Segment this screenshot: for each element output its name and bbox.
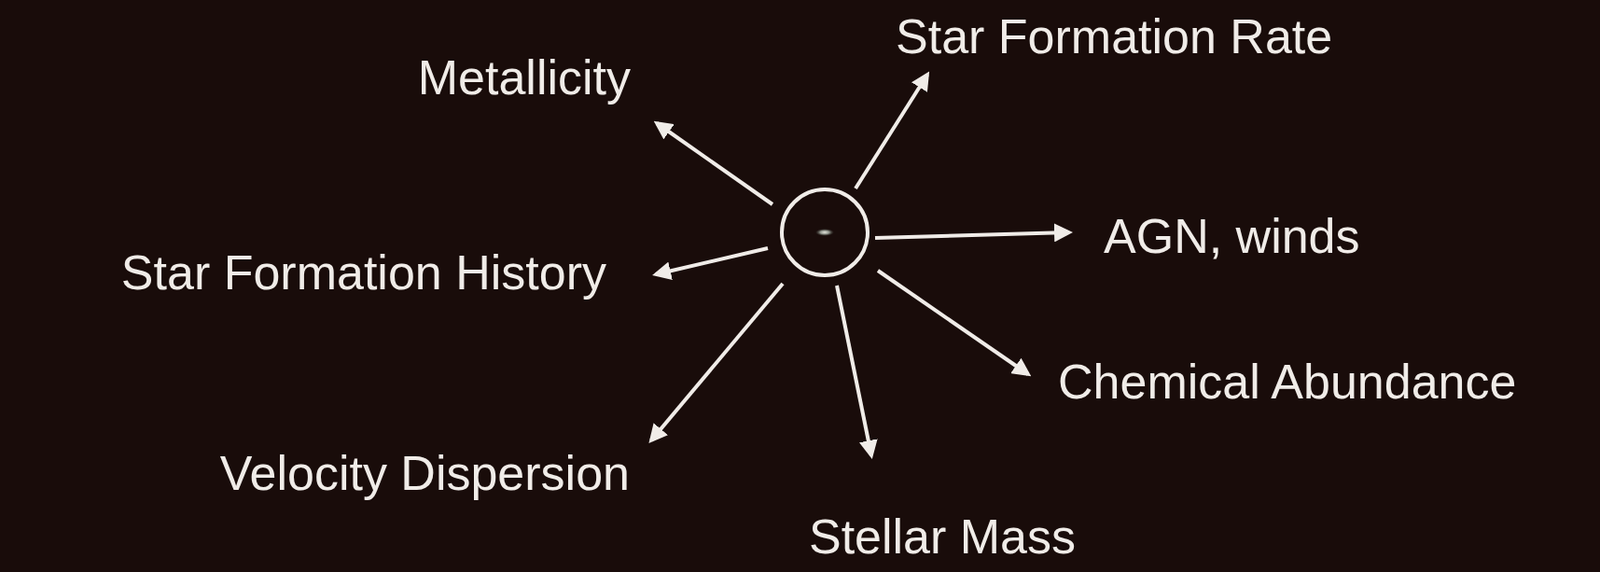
- arrow: [656, 123, 773, 205]
- property-label: AGN, winds: [1103, 209, 1361, 264]
- arrow: [655, 248, 768, 275]
- property-label: Stellar Mass: [808, 510, 1076, 564]
- property-label: Chemical Abundance: [1057, 355, 1517, 409]
- galaxy-circle: [781, 189, 868, 276]
- arrow: [855, 74, 928, 189]
- property-label: Metallicity: [417, 51, 631, 105]
- property-label: Star Formation History: [121, 246, 607, 300]
- arrow: [651, 283, 783, 441]
- arrow: [875, 232, 1070, 238]
- arrow: [877, 270, 1029, 375]
- arrow: [836, 285, 872, 456]
- property-label: Velocity Dispersion: [220, 446, 630, 501]
- property-label: Star Formation Rate: [895, 10, 1333, 64]
- galaxy-image: [815, 228, 835, 237]
